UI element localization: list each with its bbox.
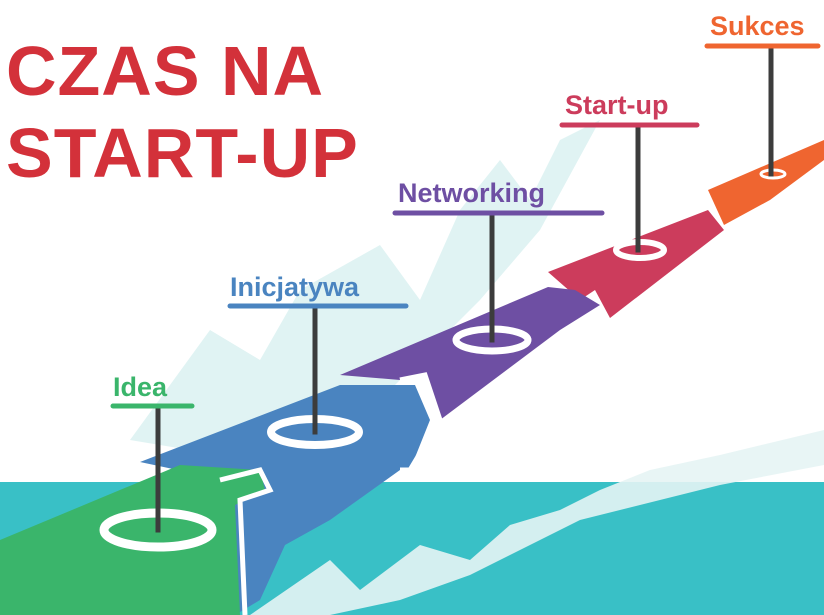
step-outline-highlight-2 (399, 372, 443, 473)
poles (155, 45, 774, 533)
page-title-line-1: CZAS NA (6, 32, 325, 110)
stage-label-inicjatywa: Inicjatywa (230, 272, 360, 302)
step-inicjatywa (140, 385, 430, 615)
stage-label-idea: Idea (113, 372, 168, 402)
arrow-shadow-upper (130, 120, 600, 460)
stage-label-networking: Networking (398, 178, 546, 208)
step-networking (340, 287, 600, 420)
step-sukces (708, 140, 824, 225)
step-idea (0, 465, 265, 615)
stage-label-start-up: Start-up (565, 90, 669, 120)
step-outline-highlight (219, 467, 274, 615)
page-title-line-2: START-UP (6, 114, 359, 192)
step-start-up (548, 210, 724, 318)
stage-label-sukces: Sukces (710, 11, 805, 41)
arrow-shadow-lower (250, 430, 824, 615)
